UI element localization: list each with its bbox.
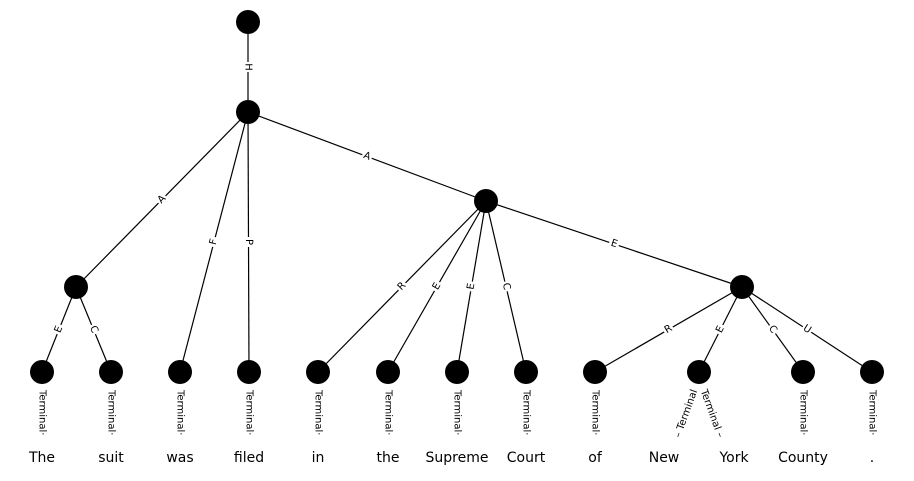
token-word: of <box>588 450 603 466</box>
edge-label: E <box>466 282 478 290</box>
terminal-node-t12 <box>791 360 815 384</box>
edge-label: P <box>243 239 254 245</box>
terminal-tag: Terminal· <box>521 389 532 435</box>
terminal-tag: Terminal· <box>37 389 48 435</box>
node-layer <box>30 10 884 384</box>
terminal-tag: Terminal – <box>697 387 725 439</box>
token-word: New <box>649 450 680 466</box>
terminal-node-t10 <box>687 360 711 384</box>
token-word: . <box>870 450 874 466</box>
edge-label: E <box>609 238 619 250</box>
edge-label: E <box>431 281 444 292</box>
terminal-node-t8 <box>514 360 538 384</box>
token-word: suit <box>98 450 124 466</box>
node-root <box>236 10 260 34</box>
edge-label: H <box>243 63 254 71</box>
edge-label: F <box>208 238 220 247</box>
edge-label-bg <box>712 322 729 337</box>
node-n3 <box>474 189 498 213</box>
token-word: filed <box>234 450 264 466</box>
token-word: York <box>718 450 749 466</box>
edge-label: E <box>714 324 727 335</box>
edge-label-bg <box>206 235 222 249</box>
edge-label-bg <box>360 149 374 164</box>
terminal-node-t3 <box>168 360 192 384</box>
edge-label-bg <box>86 322 101 337</box>
terminal-node-t9 <box>583 360 607 384</box>
terminal-tag: – Terminal <box>673 388 701 439</box>
node-n4 <box>730 275 754 299</box>
terminal-tag: Terminal· <box>798 389 809 435</box>
token-word: Supreme <box>426 450 489 466</box>
edge-label: A <box>362 150 372 163</box>
edge-label-bg <box>154 191 170 208</box>
edge-label: E <box>53 325 66 335</box>
edge-label: C <box>87 324 100 335</box>
terminal-node-t2 <box>99 360 123 384</box>
edge-label-bg <box>242 62 254 72</box>
node-n2 <box>64 275 88 299</box>
edge-label: R <box>663 323 675 336</box>
edge-label-bg <box>499 280 513 293</box>
token-word: the <box>377 450 400 466</box>
terminal-tag: Terminal· <box>106 389 117 435</box>
edge-label-bg <box>394 278 410 295</box>
node-n1 <box>236 100 260 124</box>
edge-label: U <box>801 323 813 336</box>
edge-label-bg <box>429 279 445 294</box>
terminal-tag: Terminal· <box>313 389 324 435</box>
text-layer: Terminal· The Terminal· suit Terminal· was Ter… <box>28 387 878 466</box>
token-word: Court <box>507 450 546 466</box>
edge-label-bg <box>242 236 255 248</box>
terminal-node-t13 <box>860 360 884 384</box>
edge-label: C <box>500 282 512 291</box>
token-word: was <box>166 450 193 466</box>
terminal-node-t7 <box>445 360 469 384</box>
terminal-tag: Terminal· <box>175 389 186 435</box>
edge-label-bg <box>799 321 815 338</box>
edge-label-bg <box>464 280 479 293</box>
edge-label: C <box>766 323 779 335</box>
token-word: in <box>312 450 325 466</box>
token-word: The <box>28 450 55 466</box>
terminal-node-t6 <box>376 360 400 384</box>
terminal-tag: Terminal· <box>452 389 463 435</box>
terminal-tag: Terminal· <box>244 389 255 435</box>
terminal-node-t5 <box>306 360 330 384</box>
terminal-tag: Terminal· <box>590 389 601 435</box>
edge-label-bg <box>607 236 621 252</box>
edge-label-bg <box>764 321 781 338</box>
edge-label-bg <box>661 321 676 338</box>
edge-label-bg <box>51 322 67 337</box>
terminal-tag: Terminal· <box>383 389 394 435</box>
terminal-node-t1 <box>30 360 54 384</box>
token-word: County <box>778 450 828 466</box>
terminal-node-t4 <box>237 360 261 384</box>
terminal-tag: Terminal· <box>867 389 878 435</box>
